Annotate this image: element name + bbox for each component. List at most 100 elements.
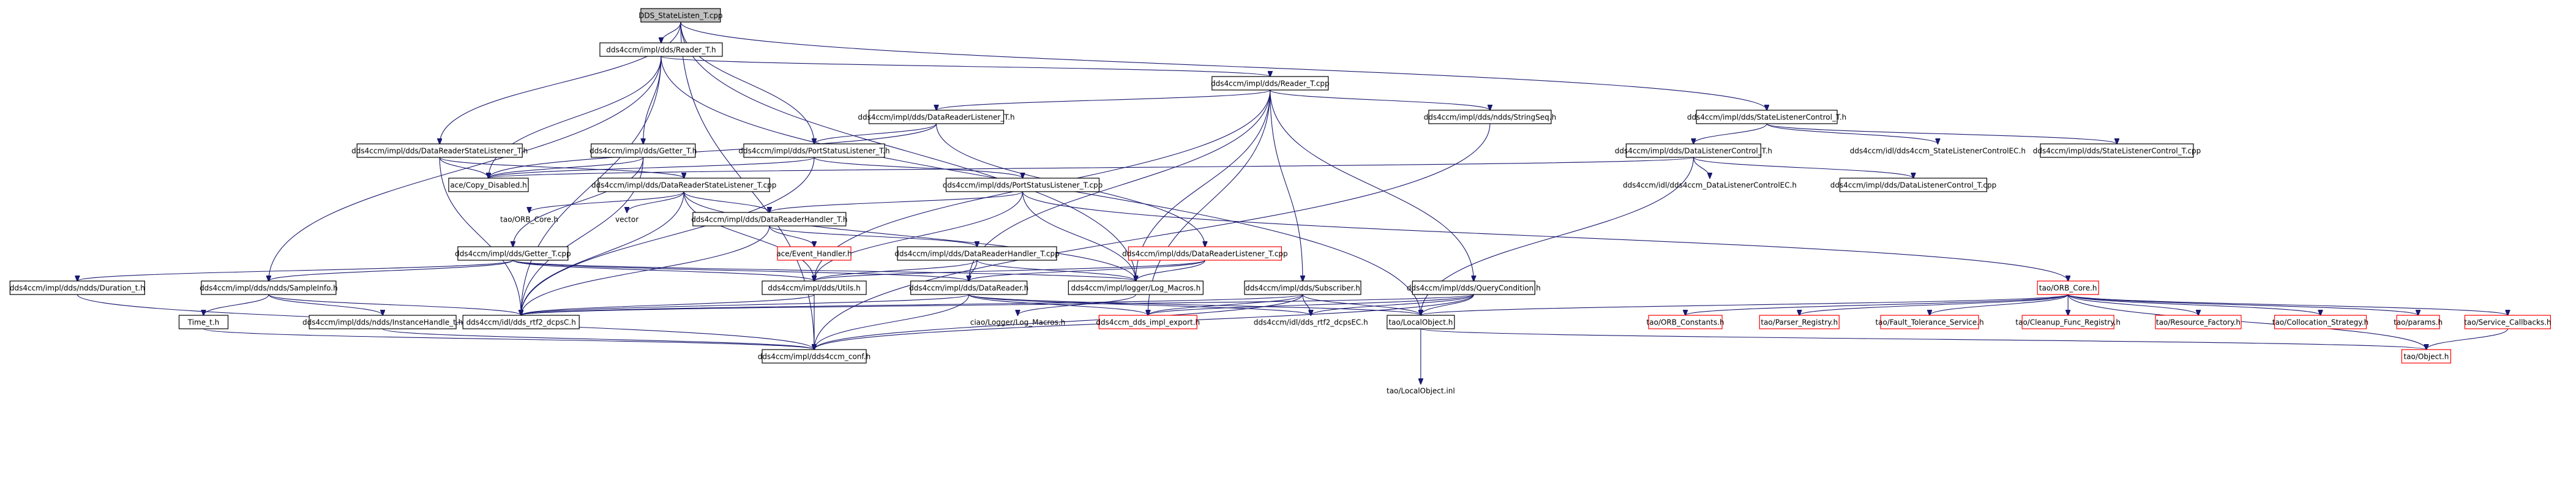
node-box — [2274, 315, 2367, 329]
node-box — [591, 143, 696, 158]
graph-node[interactable]: dds4ccm/impl/dds/Getter_T.cpp — [455, 246, 571, 261]
graph-node[interactable]: dds4ccm/impl/dds/DataReaderHandler_T.h — [691, 212, 847, 227]
include-edge — [521, 294, 970, 315]
graph-node[interactable]: tao/Fault_Tolerance_Service.h — [1875, 315, 1984, 329]
node-box — [692, 212, 847, 227]
node-box — [2464, 315, 2551, 329]
node-label: tao/Parser_Registry.h — [1761, 318, 1838, 327]
graph-node[interactable]: dds4ccm/impl/dds/DataReaderListener_T.cp… — [1122, 246, 1288, 261]
graph-node[interactable]: dds4ccm/idl/dds4ccm_DataListenerControlE… — [1623, 178, 1797, 192]
graph-node[interactable]: tao/params.h — [2394, 315, 2443, 329]
include-edge — [661, 21, 681, 43]
node-box — [743, 143, 885, 158]
graph-node[interactable]: ciao/Logger/Log_Macros.h — [969, 315, 1067, 329]
graph-node[interactable]: vector — [612, 212, 642, 226]
graph-node[interactable]: ace/Event_Handler.h — [776, 246, 852, 261]
graph-node[interactable]: dds4ccm/impl/dds/DataListenerControl_T.c… — [1830, 178, 1996, 192]
include-edge — [521, 294, 1474, 315]
graph-node[interactable]: dds4ccm/impl/dds/StateListenerControl_T.… — [2033, 143, 2201, 158]
node-box — [2401, 349, 2451, 364]
graph-node[interactable]: dds4ccm_dds_impl_export.h — [1096, 315, 1200, 329]
graph-node[interactable]: dds4ccm/impl/dds/Reader_T.h — [599, 42, 723, 57]
include-edge — [2067, 294, 2418, 315]
graph-node[interactable]: dds4ccm/idl/dds4ccm_StateListenerControl… — [1850, 144, 2026, 157]
node-box — [599, 42, 723, 57]
graph-node[interactable]: dds4ccm/impl/logger/Log_Macros.h — [1068, 280, 1204, 295]
graph-node[interactable]: dds4ccm/impl/dds/Utils.h — [762, 280, 867, 295]
graph-node[interactable]: dds4ccm/idl/dds_rtf2_dcpsEC.h — [1252, 315, 1369, 329]
graph-node[interactable]: dds4ccm/impl/dds/DataReaderHandler_T.cpp — [894, 246, 1060, 261]
include-edge — [1270, 89, 1490, 110]
graph-node[interactable]: tao/ORB_Constants.h — [1647, 315, 1724, 329]
node-box — [309, 315, 457, 329]
include-edge — [1693, 123, 1767, 144]
node-label: dds4ccm/impl/dds/PortStatusListener_T.cp… — [943, 181, 1103, 190]
node-label: tao/ORB_Core.h — [2039, 284, 2097, 293]
include-edge — [2426, 328, 2508, 350]
graph-node[interactable]: tao/Collocation_Strategy.h — [2272, 315, 2368, 329]
include-edge — [489, 157, 815, 178]
graph-node[interactable]: dds4ccm/impl/dds/DataReader.h — [909, 280, 1028, 295]
graph-node[interactable]: dds4ccm/impl/dds/DataReaderStateListener… — [591, 178, 776, 192]
graph-node[interactable]: dds4ccm/impl/dds/ndds/StringSeq.h — [1424, 110, 1557, 124]
graph-node[interactable]: tao/ORB_Core.h — [2037, 280, 2099, 295]
graph-node[interactable]: Time_t.h — [178, 315, 229, 329]
node-box — [9, 280, 145, 295]
graph-node[interactable]: dds4ccm/impl/dds/PortStatusListener_T.h — [738, 143, 890, 158]
node-box — [356, 143, 523, 158]
node-box — [201, 280, 337, 295]
node-label: tao/Collocation_Strategy.h — [2272, 318, 2368, 327]
graph-node[interactable]: DDS_StateListen_T.cpp — [638, 8, 723, 23]
graph-node[interactable]: dds4ccm/impl/dds/QueryCondition.h — [1407, 280, 1541, 295]
include-edge — [814, 294, 1303, 350]
include-edge — [968, 294, 1311, 315]
graph-node[interactable]: tao/Service_Callbacks.h — [2464, 315, 2552, 329]
graph-node[interactable]: ace/Copy_Disabled.h — [448, 178, 529, 192]
include-edge — [814, 123, 937, 144]
include-edge — [1270, 89, 1474, 281]
graph-node[interactable]: tao/Cleanup_Func_Registry.h — [2015, 315, 2121, 329]
graph-node[interactable]: dds4ccm/impl/dds/ndds/InstanceHandle_t.h — [302, 315, 463, 329]
graph-node[interactable]: tao/Resource_Factory.h — [2155, 315, 2242, 329]
graph-node[interactable]: dds4ccm/impl/dds/Reader_T.cpp — [1211, 76, 1330, 91]
node-box — [762, 349, 867, 364]
graph-node[interactable]: tao/Parser_Registry.h — [1759, 315, 1840, 329]
node-label: dds4ccm/idl/dds4ccm_DataListenerControlE… — [1623, 181, 1797, 190]
node-box — [762, 280, 867, 295]
graph-node[interactable]: tao/ORB_Core.h — [500, 212, 558, 226]
node-label: dds4ccm/impl/dds/Subscriber.h — [1245, 284, 1360, 293]
graph-node[interactable]: dds4ccm/impl/dds4ccm_conf.h — [758, 349, 871, 364]
node-box — [1387, 315, 1455, 329]
node-label: dds4ccm/idl/dds_rtf2_dcpsC.h — [466, 318, 576, 327]
graph-node[interactable]: tao/LocalObject.inl — [1387, 384, 1455, 397]
node-label: DDS_StateListen_T.cpp — [638, 12, 722, 20]
node-label: tao/ORB_Constants.h — [1647, 318, 1724, 327]
include-edge — [1148, 294, 1303, 315]
node-box — [1098, 315, 1197, 329]
include-edge — [268, 294, 383, 315]
graph-node[interactable]: dds4ccm/impl/dds/Getter_T.h — [590, 143, 697, 158]
node-label: tao/LocalObject.inl — [1387, 387, 1455, 396]
graph-node[interactable]: dds4ccm/impl/dds/DataReaderListener_T.h — [858, 110, 1015, 124]
graph-node[interactable]: dds4ccm/impl/dds/DataListenerControl_T.h — [1615, 143, 1772, 158]
graph-node[interactable]: dds4ccm/impl/dds/Subscriber.h — [1244, 280, 1361, 295]
graph-node[interactable]: tao/LocalObject.h — [1387, 315, 1455, 329]
node-box — [910, 280, 1028, 295]
graph-node[interactable]: dds4ccm/idl/dds_rtf2_dcpsC.h — [462, 315, 580, 329]
graph-node[interactable]: dds4ccm/impl/dds/ndds/Duration_t.h — [9, 280, 145, 295]
node-box — [2396, 315, 2440, 329]
node-box — [1412, 280, 1535, 295]
node-box — [1839, 178, 1988, 192]
graph-node[interactable]: dds4ccm/impl/dds/PortStatusListener_T.cp… — [943, 178, 1103, 192]
include-edge — [1420, 328, 2427, 350]
graph-node[interactable]: dds4ccm/impl/dds/ndds/SampleInfo.h — [200, 280, 338, 295]
graph-node[interactable]: dds4ccm/impl/dds/StateListenerControl_T.… — [1687, 110, 1846, 124]
node-label: dds4ccm/impl/dds/DataReaderListener_T.h — [858, 113, 1014, 122]
include-edge — [2067, 294, 2198, 315]
graph-node[interactable]: tao/Object.h — [2401, 349, 2451, 364]
node-label: dds4ccm/impl/dds/DataReader.h — [909, 284, 1028, 293]
include-edge — [489, 56, 662, 178]
graph-node[interactable]: dds4ccm/impl/dds/DataReaderStateListener… — [351, 143, 528, 158]
node-box — [457, 246, 569, 261]
include-edge — [1018, 294, 1136, 315]
